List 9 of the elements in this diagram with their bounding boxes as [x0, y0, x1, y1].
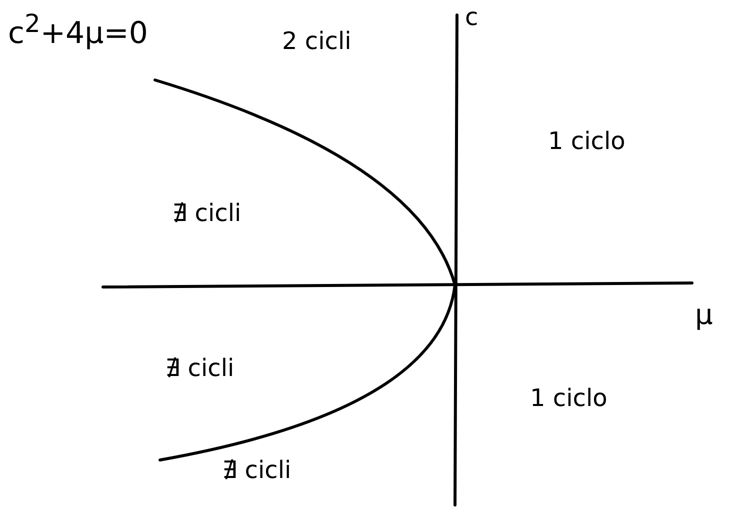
region-label: 2 cicli [282, 28, 352, 54]
region-label: ∄ cicli [222, 457, 292, 484]
region-label: ∄ cicli [172, 200, 242, 226]
region-label: 1 ciclo [548, 128, 626, 154]
region-label: 1 ciclo [530, 385, 608, 412]
region-label: c [465, 4, 478, 30]
region-label: ∄ cicli [165, 355, 234, 382]
region-label: c$^{2}$+4μ=0 [8, 10, 148, 50]
region-label: μ [695, 300, 713, 331]
